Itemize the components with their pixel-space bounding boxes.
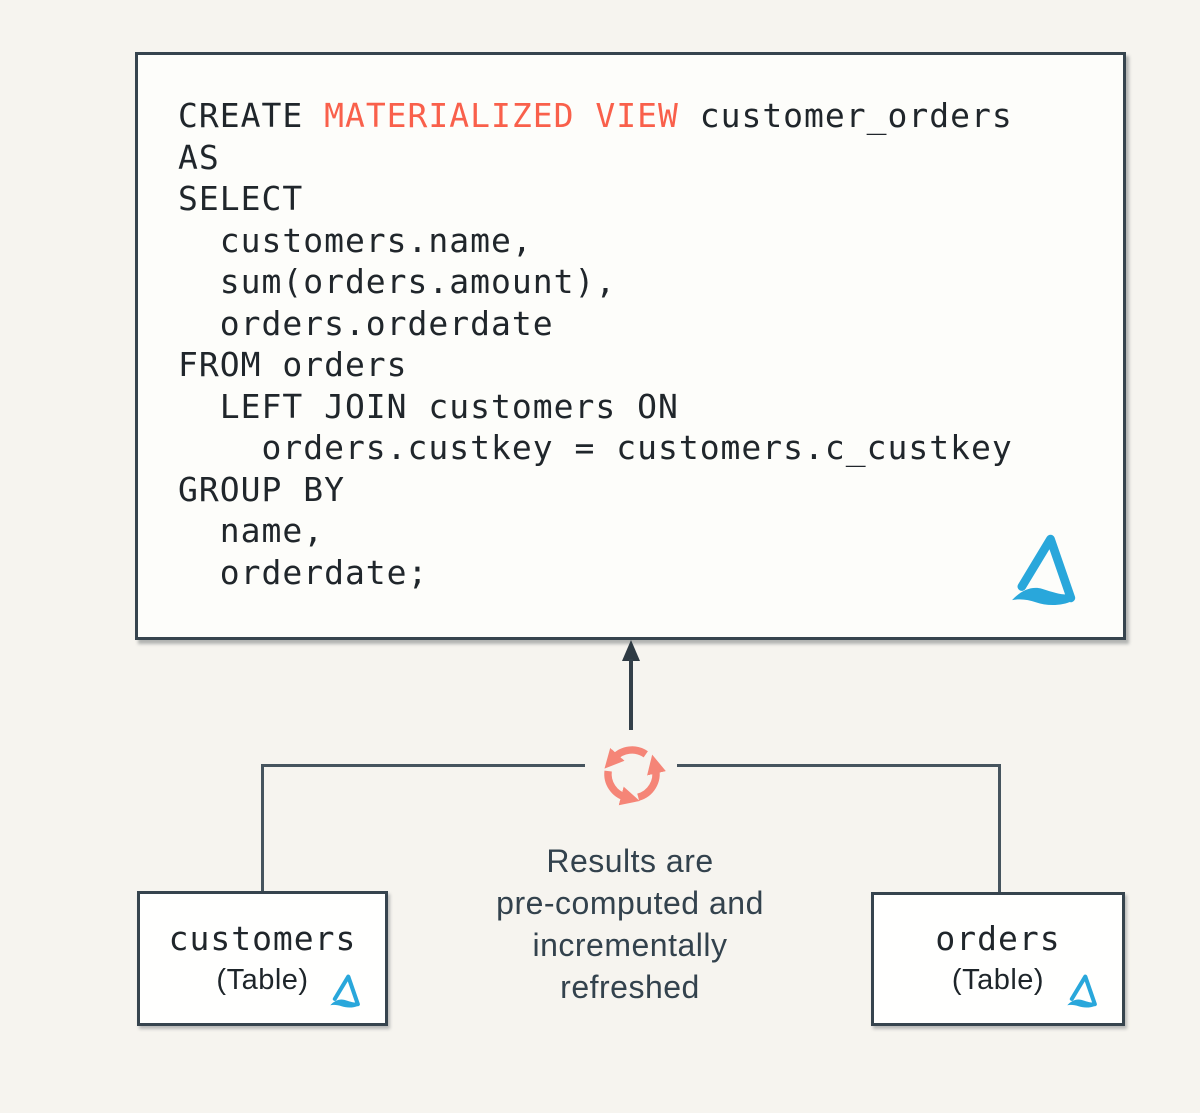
arrow-up-icon: [622, 640, 640, 661]
code-line: AS: [178, 137, 220, 177]
refresh-cycle-icon: [595, 737, 669, 811]
connector-horizontal-left: [261, 764, 585, 767]
code-line: name,: [178, 511, 325, 550]
delta-wave-logo-icon: [1003, 525, 1101, 621]
sql-code: CREATE MATERIALIZED VIEW customer_orders…: [178, 95, 1013, 593]
code-line: LEFT JOIN customers ON: [178, 386, 679, 426]
connector-horizontal-right: [677, 764, 1001, 767]
delta-wave-logo-icon: [1063, 970, 1109, 1015]
table-name: orders: [935, 919, 1061, 958]
code-line: customers.name,: [178, 220, 533, 260]
code-line: orders.orderdate: [178, 303, 554, 343]
code-line: SELECT: [178, 179, 304, 218]
table-kind-label: (Table): [216, 963, 309, 996]
sql-code-box: CREATE MATERIALIZED VIEW customer_orders…: [135, 52, 1126, 640]
orders-table-box: orders (Table): [871, 892, 1125, 1026]
code-line: CREATE MATERIALIZED VIEW customer_orders: [178, 96, 1013, 135]
code-line: FROM orders: [178, 345, 408, 384]
table-name: customers: [168, 918, 357, 958]
arrow-up-line: [629, 659, 633, 730]
connector-vertical-orders: [998, 764, 1001, 893]
refresh-caption: Results are pre-computed and incremental…: [496, 843, 764, 1005]
code-line: GROUP BY: [178, 469, 345, 509]
code-line: orders.custkey = customers.c_custkey: [178, 428, 1013, 467]
connector-vertical-customers: [261, 764, 264, 892]
table-kind-label: (Table): [951, 964, 1045, 996]
code-line: orderdate;: [178, 552, 429, 592]
delta-wave-logo-icon: [326, 970, 372, 1015]
customers-table-box: customers (Table): [137, 891, 388, 1026]
code-line: sum(orders.amount),: [178, 262, 617, 301]
